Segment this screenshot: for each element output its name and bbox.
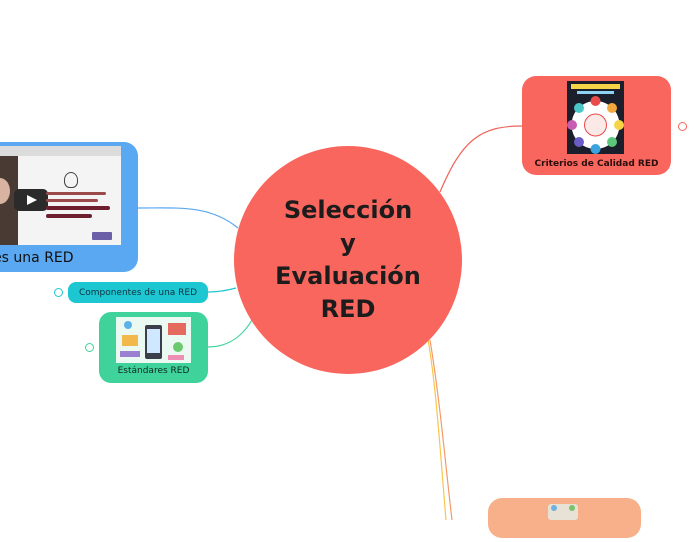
- connector-bottom-a: [425, 327, 447, 520]
- video-title-bar: [0, 146, 121, 156]
- topic-criterios[interactable]: Criterios de Calidad RED: [522, 76, 671, 175]
- connector-bottom-b: [429, 339, 453, 520]
- video-slide-text: [46, 192, 110, 224]
- connector-estandares: [207, 319, 253, 348]
- collapse-toggle-estandares[interactable]: [85, 343, 94, 352]
- quality-criteria-wheel: [567, 84, 624, 154]
- criterios-infographic: [567, 81, 624, 154]
- video-presenter-image: [0, 156, 18, 245]
- topic-criterios-label: Criterios de Calidad RED: [534, 159, 659, 169]
- topic-video[interactable]: e es una RED: [0, 142, 138, 272]
- collapse-toggle-componentes[interactable]: [54, 288, 63, 297]
- topic-bottom-partial[interactable]: [488, 498, 641, 538]
- topic-componentes[interactable]: Componentes de una RED: [68, 282, 208, 303]
- estandares-illustration: [116, 317, 191, 363]
- topic-componentes-label: Componentes de una RED: [78, 287, 198, 298]
- connector-componentes: [207, 287, 237, 293]
- topic-video-label: e es una RED: [0, 250, 74, 266]
- central-topic[interactable]: Selección y Evaluación RED: [234, 146, 462, 374]
- devices-illustration: [120, 321, 186, 360]
- connector-criterios: [439, 125, 523, 193]
- bottom-node-illustration: [548, 504, 578, 520]
- connector-lines: [137, 125, 523, 520]
- university-logo: [92, 232, 112, 240]
- topic-estandares-label: Estándares RED: [117, 366, 190, 376]
- play-icon[interactable]: [14, 189, 48, 211]
- collapse-toggle-criterios[interactable]: [678, 122, 687, 131]
- video-thumbnail[interactable]: [0, 146, 121, 245]
- central-topic-title: Selección y Evaluación RED: [275, 196, 421, 323]
- lightbulb-icon: [64, 172, 78, 188]
- connector-video: [137, 207, 239, 229]
- presenter-face: [0, 178, 10, 204]
- topic-estandares[interactable]: Estándares RED: [99, 312, 208, 383]
